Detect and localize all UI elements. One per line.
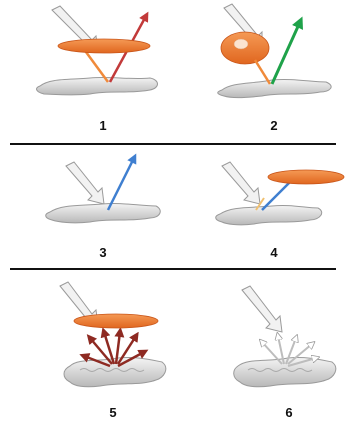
transmitted-ray [255,60,270,84]
panel-6 [234,286,336,387]
panel-3 [46,158,161,223]
divider-bottom [10,268,336,270]
reflected-ray-icon [108,158,134,210]
filter-disc-icon [268,170,344,184]
reflected-ray-icon [272,22,300,84]
panel-4 [216,162,344,225]
filter-disc-icon [58,39,150,53]
specimen-icon [64,357,166,386]
filter-disc-hole [234,39,248,49]
specimen-icon [234,357,336,386]
panel-label-4: 4 [259,245,289,260]
light-ray-icon [242,286,282,332]
specimen-icon [46,203,161,222]
panel-label-6: 6 [274,405,304,420]
panel-label-1: 1 [88,118,118,133]
panel-label-2: 2 [259,118,289,133]
panel-label-5: 5 [98,405,128,420]
panel-2 [218,4,331,98]
specimen-icon [37,77,158,94]
panel-5 [60,282,166,387]
specimen-icon [216,205,322,224]
panel-1 [37,6,158,95]
filter-disc-icon [74,314,158,328]
divider-top [10,143,336,145]
light-ray-icon [222,162,260,204]
panel-label-3: 3 [88,245,118,260]
light-ray-icon [66,162,104,204]
